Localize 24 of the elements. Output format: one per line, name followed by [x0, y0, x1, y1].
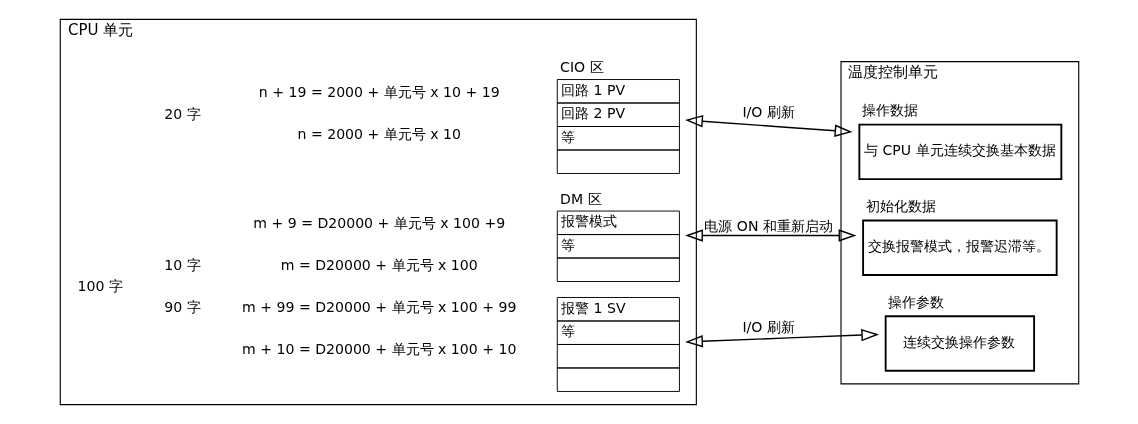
label: m + 9 = D20000 + 单元号 x 100 +9 [252, 214, 505, 231]
label: n + 19 = 2000 + 单元号 x 10 + 19 [258, 83, 500, 100]
node-label: 初始化数据 [865, 198, 936, 215]
node-label: CIO 区 [559, 59, 604, 76]
edge-label: I/O 刷新 [741, 319, 795, 336]
node-box: 与 CPU 单元连续交换基本数据 [857, 123, 1062, 181]
label: m = D20000 + 单元号 x 100 [280, 256, 478, 273]
label: m + 10 = D20000 + 单元号 x 100 + 10 [241, 341, 516, 358]
label: m + 99 = D20000 + 单元号 x 100 + 99 [241, 299, 516, 316]
label: 20 字 [163, 105, 201, 122]
node-label: DM 区 [559, 190, 602, 207]
node-label: 操作参数 [887, 293, 944, 310]
arrow [684, 328, 879, 348]
arrow [684, 115, 852, 137]
edge-label: 电源 ON 和重新启动 [703, 217, 833, 234]
label: 100 字 [77, 278, 123, 295]
node-box: 交换报警模式，报警迟滞等。 [861, 219, 1058, 276]
arrow [684, 229, 856, 242]
edge-label: I/O 刷新 [741, 104, 795, 121]
label: 90 字 [163, 299, 201, 316]
label: 10 字 [163, 256, 201, 273]
label: n = 2000 + 单元号 x 10 [297, 126, 461, 143]
node-label: 操作数据 [861, 102, 918, 119]
node-box: 连续交换操作参数 [884, 315, 1035, 372]
